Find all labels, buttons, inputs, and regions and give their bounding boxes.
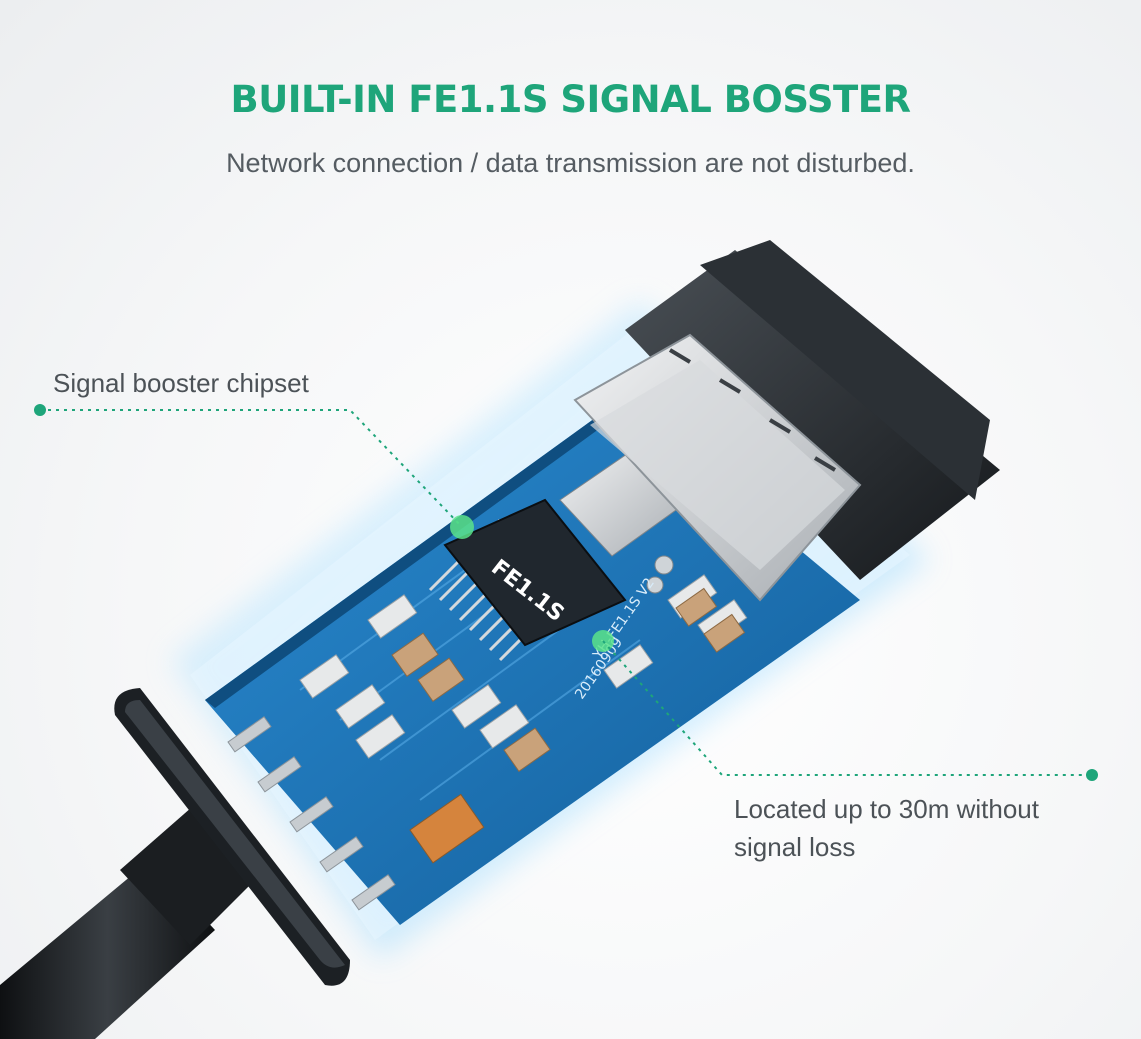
callout-signal-booster-chipset: Signal booster chipset (53, 368, 309, 398)
fe11s-chip: FE1.1S (428, 498, 627, 662)
rear-end-cap (114, 688, 351, 986)
page-subtitle: Network connection / data transmission a… (226, 148, 915, 178)
page-title: BUILT-IN FE1.1S SIGNAL BOSSTER (230, 78, 912, 121)
usb-connector (573, 240, 1000, 602)
callout-1-leader (34, 404, 474, 539)
callout-signal-range: Located up to 30m without signal loss (734, 794, 1039, 862)
callout-2-leader (592, 630, 1098, 781)
smd-components (299, 574, 748, 864)
tantalum-capacitor (409, 793, 485, 864)
